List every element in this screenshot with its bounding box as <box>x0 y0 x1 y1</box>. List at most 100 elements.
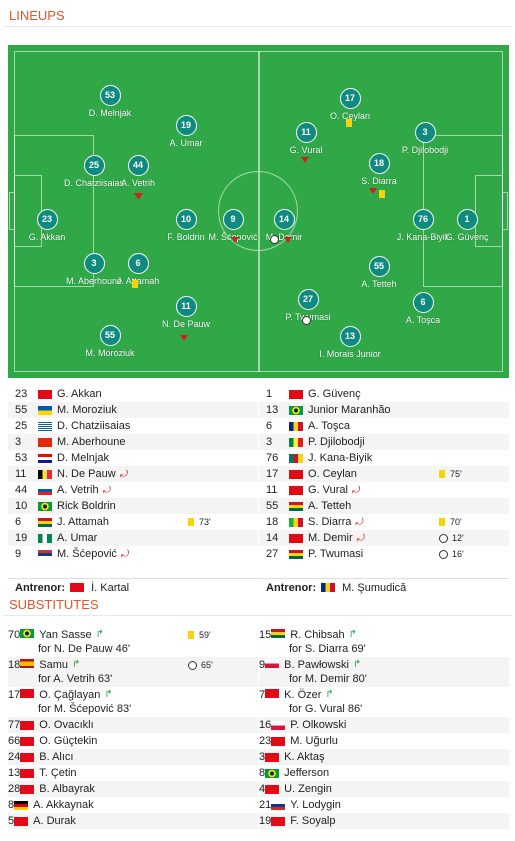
player-number: 1 <box>266 388 273 400</box>
player-name[interactable]: A. Akkaynak <box>33 799 94 811</box>
player-name[interactable]: O. Çağlayan <box>39 689 101 701</box>
player-name[interactable]: O. Ceylan <box>308 468 357 480</box>
player-name[interactable]: A. Toşca <box>308 420 350 432</box>
player-name[interactable]: K. Özer <box>284 689 322 701</box>
player-name[interactable]: Rick Boldrin <box>57 500 116 512</box>
player-number: 11 <box>15 468 27 480</box>
substitutes-title: SUBSTITUTES <box>3 589 512 616</box>
player-name[interactable]: Samu <box>39 659 68 671</box>
player-name[interactable]: Junior Maranhão <box>308 404 391 416</box>
player-name[interactable]: K. Aktaş <box>284 751 325 763</box>
player-name[interactable]: A. Vetrih <box>57 484 99 496</box>
player-name[interactable]: Y. Lodygin <box>290 799 341 811</box>
player-name[interactable]: P. Twumasi <box>308 548 364 560</box>
coach-label: Antrenor: <box>15 581 66 594</box>
player-name[interactable]: T. Çetin <box>39 767 77 779</box>
player-name[interactable]: Jefferson <box>284 767 330 779</box>
player-name[interactable]: G. Vural <box>308 484 348 496</box>
player-name[interactable]: D. Melnjak <box>57 452 109 464</box>
player-name[interactable]: O. Güçtekin <box>39 735 98 747</box>
event: 73' <box>188 517 211 527</box>
player-number: 15 <box>259 629 272 641</box>
player-name: A. Tetteh <box>361 279 397 289</box>
flag-icon <box>271 816 286 826</box>
flag-icon <box>265 689 280 698</box>
player-name[interactable]: O. Ovacıklı <box>39 719 94 731</box>
player-number: 16 <box>259 719 272 731</box>
event-minute: 65' <box>201 660 213 670</box>
player-name[interactable]: F. Soyalp <box>290 815 336 827</box>
flag-icon <box>271 800 286 810</box>
player-name[interactable]: B. Albayrak <box>39 783 95 795</box>
flag-icon <box>289 485 303 495</box>
player-name[interactable]: U. Zengin <box>284 783 332 795</box>
player-number: 3 <box>15 436 22 448</box>
player-number: 76 <box>266 452 279 464</box>
coach-name[interactable]: İ. Kartal <box>91 581 130 594</box>
player-name[interactable]: M. Uğurlu <box>290 735 338 747</box>
sub-for-text: for N. De Pauw 46' <box>38 643 130 655</box>
player-name[interactable]: B. Alıcı <box>39 751 74 763</box>
player-number: 3 <box>259 751 266 763</box>
player-name[interactable]: P. Djilobodji <box>308 436 365 448</box>
player-name[interactable]: A. Durak <box>33 815 76 827</box>
player-name[interactable]: A. Tetteh <box>308 500 352 512</box>
player-name[interactable]: A. Umar <box>57 532 98 544</box>
player-name[interactable]: M. Demir <box>308 532 353 544</box>
coach-name[interactable]: M. Şumudică <box>342 581 407 594</box>
flag-icon <box>38 533 52 543</box>
player-name[interactable]: S. Diarra <box>308 516 352 528</box>
player-name[interactable]: M. Aberhoune <box>57 436 126 448</box>
lineup-row: 3 M. Aberhoune <box>8 434 258 450</box>
player-name[interactable]: M. Šćepović <box>57 548 117 560</box>
player-name[interactable]: G. Akkan <box>57 388 102 400</box>
player-name[interactable]: R. Chibsah <box>290 629 345 641</box>
player-number: 66 <box>8 735 21 747</box>
player-name: J. Attamah <box>116 276 160 286</box>
player-name[interactable]: J. Attamah <box>57 516 109 528</box>
flag-icon <box>289 389 303 399</box>
lineup-row: 76 J. Kana-Biyik <box>259 450 509 466</box>
player-name[interactable]: J. Kana-Biyik <box>308 452 373 464</box>
goal-ball-icon <box>439 533 448 543</box>
sub-off-icon: ⤾ <box>356 532 365 544</box>
player-name[interactable]: Yan Sasse <box>39 629 92 641</box>
player-name[interactable]: B. Pawłowski <box>284 659 349 671</box>
player-name[interactable]: N. De Pauw <box>57 468 116 480</box>
player-number: 3 <box>83 253 105 274</box>
player-name[interactable]: G. Güvenç <box>308 388 361 400</box>
player-name: J. Kana-Biyik <box>396 232 450 242</box>
player-name[interactable]: M. Moroziuk <box>57 404 117 416</box>
player-name[interactable]: D. Chatziisaias <box>57 420 131 432</box>
player-name[interactable]: P. Olkowski <box>290 719 347 731</box>
player-number: 27 <box>297 289 319 310</box>
player-name: P. Djilobodji <box>401 145 449 155</box>
